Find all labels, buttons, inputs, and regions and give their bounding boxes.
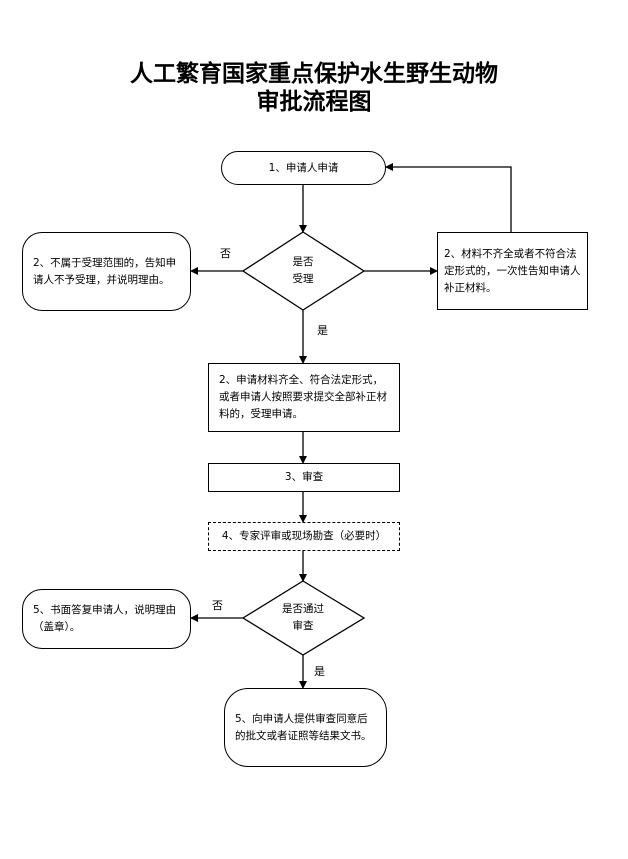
edge-label-no-2: 否 xyxy=(212,599,223,612)
diagram-title-line1: 人工繁育国家重点保护水生野生动物 xyxy=(130,60,498,87)
node-expert-text: 4、专家评审或现场勘查（必要时） xyxy=(221,530,387,542)
node-accept: 2、申请材料齐全、符合法定形式，或者申请人按照要求提交全部补正材料的，受理申请。 xyxy=(208,363,400,432)
node-supplement: 2、材料不齐全或者不符合法定形式的，一次性告知申请人补正材料。 xyxy=(437,232,588,310)
decision-accept-diamond xyxy=(241,231,366,311)
edge-label-no-1: 否 xyxy=(220,247,231,260)
node-approve: 5、向申请人提供审查同意后的批文或者证照等结果文书。 xyxy=(224,688,387,767)
decision-accept-label: 是否 受理 xyxy=(292,256,314,285)
node-approve-text: 5、向申请人提供审查同意后的批文或者证照等结果文书。 xyxy=(235,712,372,742)
node-review-text: 3、审查 xyxy=(284,471,324,483)
node-written-reply-text: 5、书面答复申请人，说明理由（盖章）。 xyxy=(33,604,177,633)
node-written-reply: 5、书面答复申请人，说明理由（盖章）。 xyxy=(22,589,191,649)
arrow-supplement-to-apply xyxy=(385,163,512,232)
node-apply: 1、申请人申请 xyxy=(221,151,386,185)
decision-pass-diamond xyxy=(241,580,366,656)
node-apply-text: 1、申请人申请 xyxy=(268,161,339,174)
node-review: 3、审查 xyxy=(208,463,400,492)
node-accept-text: 2、申请材料齐全、符合法定形式，或者申请人按照要求提交全部补正材料的，受理申请。 xyxy=(219,374,387,420)
edge-label-yes-2: 是 xyxy=(314,665,325,678)
diagram-title-line2: 审批流程图 xyxy=(256,88,372,115)
node-supplement-text: 2、材料不齐全或者不符合法定形式的，一次性告知申请人补正材料。 xyxy=(444,247,581,294)
node-expert: 4、专家评审或现场勘查（必要时） xyxy=(208,522,400,551)
edge-label-yes-1: 是 xyxy=(317,324,328,337)
decision-pass-label: 是否通过 审查 xyxy=(282,603,324,632)
node-reject-scope-text: 2、不属于受理范围的，告知申请人不予受理，并说明理由。 xyxy=(33,256,177,286)
node-reject-scope: 2、不属于受理范围的，告知申请人不予受理，并说明理由。 xyxy=(22,232,191,311)
